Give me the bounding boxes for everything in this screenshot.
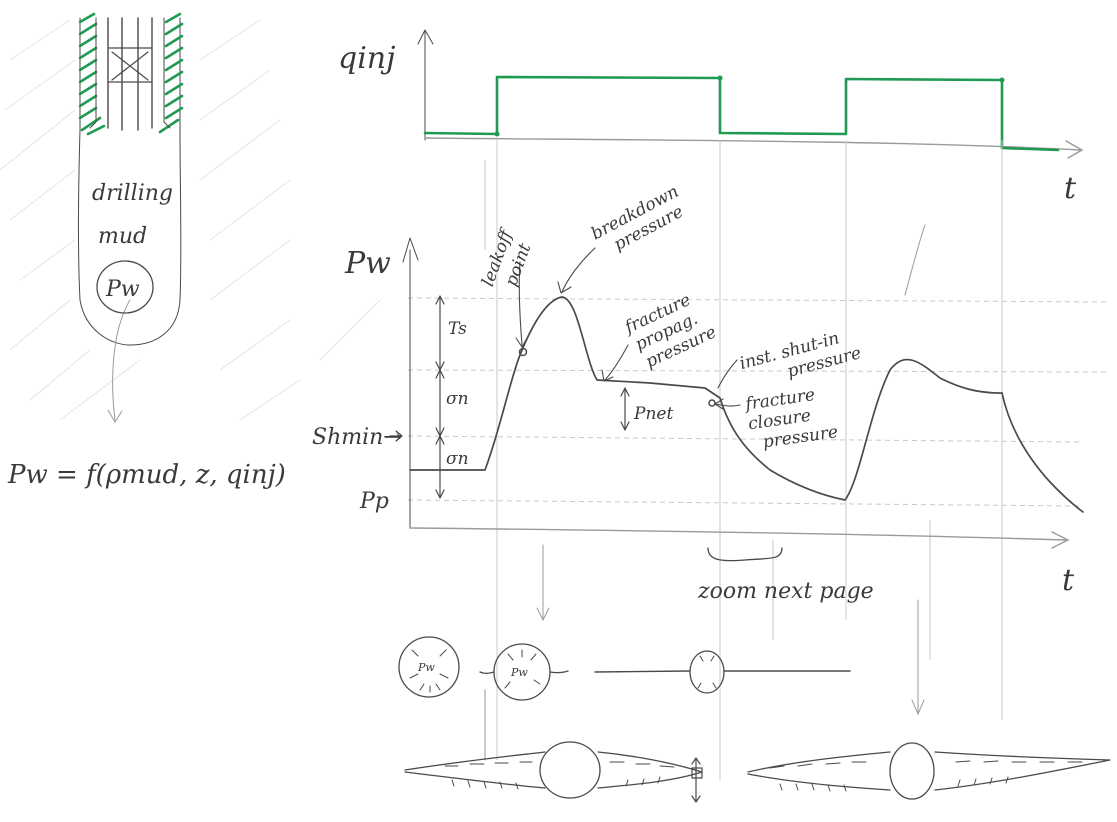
time-axis-label-bottom: t — [1062, 563, 1075, 598]
closure-point-marker — [708, 399, 716, 407]
section-pw-label-1: Pw — [417, 661, 435, 674]
propagated-fracture — [594, 670, 851, 673]
equation-arrowhead — [107, 409, 123, 423]
sigma-n-label: σn — [446, 389, 469, 409]
time-axis-bottom — [409, 527, 1070, 549]
cross-section-sketches: Pw Pw — [398, 544, 1111, 803]
time-axis-label-top: t — [1064, 171, 1077, 206]
leakoff-annotation: leakoff point — [478, 225, 535, 289]
casing — [89, 17, 171, 129]
pw-axis — [402, 237, 419, 529]
shmin-label: Shmin→ — [312, 425, 402, 450]
wellbore-sketch: drilling mud Pw Pw = f(ρmud, z, qinj) — [7, 12, 286, 490]
pressure-arrows — [409, 649, 449, 693]
wellbore-pressure-label: Pw — [105, 277, 140, 302]
isip-pointer — [717, 359, 738, 389]
leakoff-point-marker — [518, 347, 528, 357]
qinj-axis-label: qinj — [338, 41, 395, 76]
sigma-n-label-lower: σn — [446, 449, 469, 469]
extrapolation-line — [904, 224, 926, 296]
pressure-gridlines — [407, 297, 1111, 507]
ts-dimension-arrow — [435, 295, 445, 371]
guide-arrow-reopen — [911, 599, 925, 716]
borehole-reopen-section — [889, 742, 935, 800]
drill-string — [107, 17, 153, 131]
guide-arrow-breakdown — [536, 544, 550, 622]
injection-rate-plot: qinj t — [338, 29, 1084, 206]
leakoff-pointer — [515, 261, 528, 348]
sigma-n-dimension-arrow-lower — [435, 435, 445, 499]
pw-axis-label: Pw — [344, 246, 391, 281]
rate-step-point — [999, 77, 1005, 83]
fracture-pressure-arrows — [444, 761, 675, 790]
breakdown-annotation: breakdown pressure — [588, 182, 687, 255]
pressure-plot: Pw t Shmin→ Pp Ts σn σn Pnet leakoff poi… — [312, 140, 1111, 780]
fracture-pressure-arrows — [769, 760, 1083, 792]
cement-hatching — [78, 12, 184, 136]
borehole-section-intact — [398, 636, 460, 698]
zoom-bracket — [707, 547, 783, 562]
borehole-long-section — [539, 741, 601, 799]
zoom-note: zoom next page — [697, 579, 874, 604]
pnet-dimension-arrow — [620, 387, 630, 431]
equation-arrow — [112, 299, 131, 421]
closure-pointer — [714, 398, 741, 410]
injection-rate-curve — [423, 75, 1060, 152]
pw-circle — [96, 260, 154, 314]
fracture-wing-left — [404, 751, 703, 789]
rate-step-point — [717, 75, 723, 81]
rate-step-point — [494, 131, 500, 137]
vertical-guides — [484, 140, 1003, 780]
background-hatching — [0, 19, 381, 421]
isip-annotation: inst. shut-in pressure — [737, 328, 863, 382]
pnet-label: Pnet — [633, 404, 673, 424]
fluid-label-drilling: drilling — [92, 181, 173, 206]
time-axis-top — [424, 137, 1084, 159]
fluid-label-mud: mud — [98, 224, 147, 249]
breakdown-pointer — [557, 247, 596, 294]
section-pw-label-2: Pw — [510, 666, 528, 679]
pressure-equation: Pw = f(ρmud, z, qinj) — [7, 460, 286, 490]
pressure-arrows — [504, 649, 541, 689]
fracture-tip-marker — [691, 757, 703, 803]
shmin-arrow — [389, 430, 403, 442]
closure-annotation: fracture closure pressure — [742, 385, 839, 452]
pressure-curve — [409, 296, 1084, 513]
initial-cracks — [479, 670, 569, 675]
bop-box — [107, 47, 153, 83]
propagation-pointer — [601, 344, 629, 382]
pressure-arrows — [697, 655, 717, 689]
qinj-axis — [417, 29, 434, 141]
pp-label: Pp — [359, 489, 389, 514]
sigma-n-dimension-arrow — [435, 369, 445, 437]
ts-label: Ts — [448, 319, 467, 339]
wellbore-outline — [78, 17, 182, 346]
borehole-section-propagated — [689, 650, 725, 694]
fracture-wing-right — [747, 751, 1111, 791]
